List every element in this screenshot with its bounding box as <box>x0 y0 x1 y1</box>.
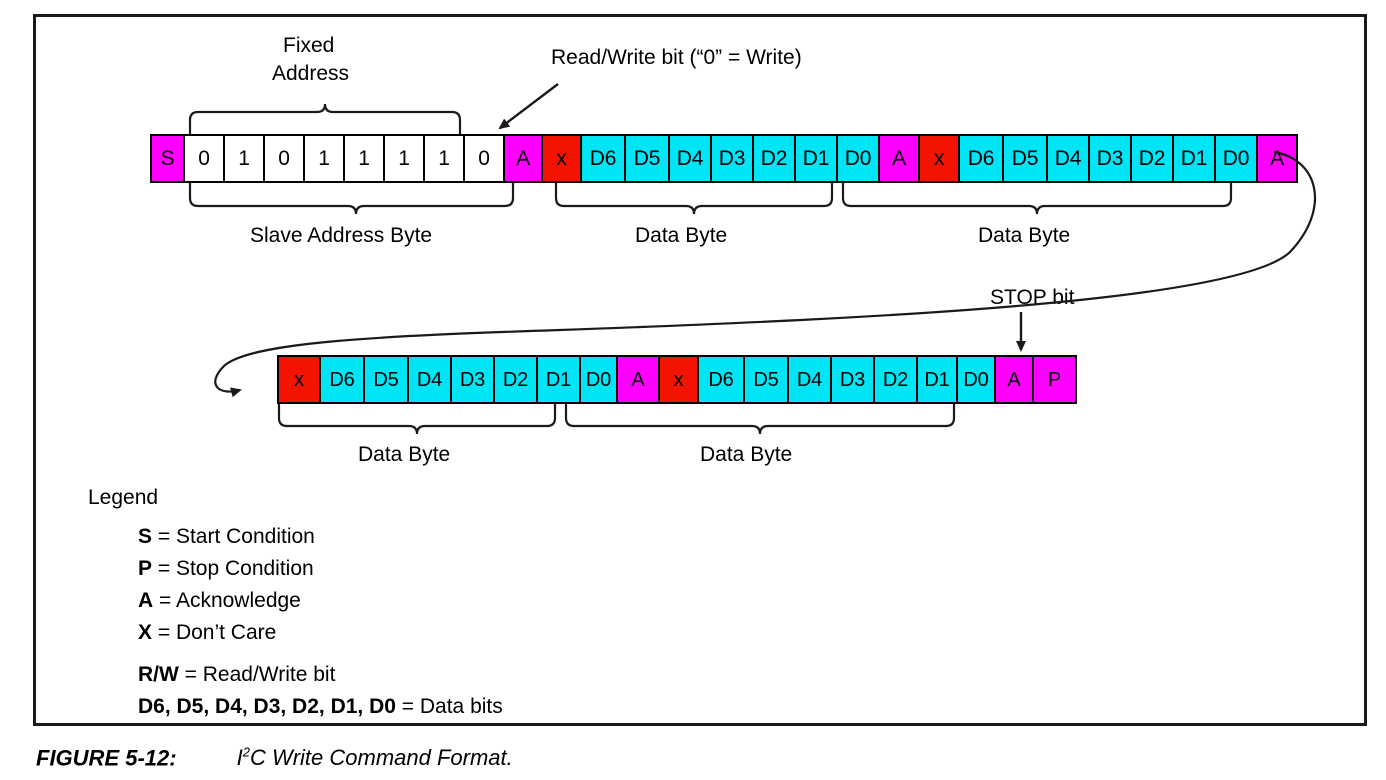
packet-cell-d2-15: D2 <box>754 136 796 181</box>
data-byte-label-4: Data Byte <box>700 443 793 466</box>
legend-entry-text: = Don’t Care <box>152 621 277 644</box>
packet-cell-d1-25: D1 <box>1174 136 1216 181</box>
packet-cell-p-18: P <box>1034 357 1075 402</box>
packet-cell-x-10: x <box>543 136 582 181</box>
packet-cell-d1-6: D1 <box>538 357 581 402</box>
packet-cell-d0-7: D0 <box>581 357 618 402</box>
legend-entry: D6, D5, D4, D3, D2, D1, D0 = Data bits <box>138 691 503 723</box>
packet-cell-1-5: 1 <box>345 136 385 181</box>
packet-cell-d3-23: D3 <box>1090 136 1132 181</box>
data-byte-label-2: Data Byte <box>978 224 1071 247</box>
packet-cell-d6-10: D6 <box>699 357 745 402</box>
legend-entry: P = Stop Condition <box>138 553 503 585</box>
figure-caption: FIGURE 5-12: I2C Write Command Format. <box>36 745 513 771</box>
packet-cell-a-8: A <box>618 357 660 402</box>
packet-cell-d5-21: D5 <box>1004 136 1048 181</box>
packet-cell-d0-16: D0 <box>958 357 996 402</box>
packet-cell-d4-13: D4 <box>670 136 712 181</box>
packet-cell-d6-11: D6 <box>582 136 626 181</box>
legend-entry-symbol: A <box>138 589 154 612</box>
packet-cell-d3-4: D3 <box>452 357 495 402</box>
legend-entry: A = Acknowledge <box>138 585 503 617</box>
legend-entry-symbol: P <box>138 557 153 580</box>
packet-cell-d6-1: D6 <box>321 357 365 402</box>
legend-entry: R/W = Read/Write bit <box>138 659 503 691</box>
packet-cell-d2-5: D2 <box>495 357 538 402</box>
packet-cell-d3-14: D3 <box>712 136 754 181</box>
packet-cell-d6-20: D6 <box>960 136 1004 181</box>
legend-spacer <box>138 649 503 659</box>
packet-cell-a-18: A <box>880 136 920 181</box>
packet-cell-d1-15: D1 <box>918 357 958 402</box>
packet-cell-d5-11: D5 <box>745 357 789 402</box>
packet-cell-x-9: x <box>660 357 699 402</box>
legend-entry: S = Start Condition <box>138 521 503 553</box>
packet-cell-d5-2: D5 <box>365 357 409 402</box>
legend-entry: X = Don’t Care <box>138 617 503 649</box>
packet-cell-x-19: x <box>920 136 960 181</box>
legend-entry-symbol: S <box>138 525 153 548</box>
packet-cell-s-0: S <box>152 136 185 181</box>
packet-cell-1-2: 1 <box>225 136 265 181</box>
legend-title: Legend <box>88 486 159 509</box>
caption-rest: C Write Command Format. <box>249 745 513 771</box>
packet-cell-d4-12: D4 <box>789 357 832 402</box>
legend-entry-symbol: X <box>138 621 153 644</box>
packet-cell-d5-12: D5 <box>626 136 670 181</box>
stop-bit-label: STOP bit <box>990 286 1075 309</box>
legend-entry-text: = Data bits <box>395 695 503 718</box>
packet-cell-d0-17: D0 <box>838 136 880 181</box>
packet-cell-1-6: 1 <box>385 136 425 181</box>
read-write-bit-label: Read/Write bit (“0” = Write) <box>551 46 802 69</box>
figure-caption-lead: FIGURE 5-12: <box>36 745 177 771</box>
packet-cell-d1-16: D1 <box>796 136 838 181</box>
packet-cell-0-8: 0 <box>465 136 505 181</box>
packet-cell-a-17: A <box>996 357 1034 402</box>
slave-address-byte-label: Slave Address Byte <box>250 224 433 247</box>
legend-entry-symbol: D6, D5, D4, D3, D2, D1, D0 <box>138 695 396 718</box>
fixed-address-label-line2: Address <box>272 62 350 85</box>
data-byte-label-3: Data Byte <box>358 443 451 466</box>
legend-entry-text: = Stop Condition <box>152 557 314 580</box>
packet-cell-x-0: x <box>279 357 321 402</box>
packet-cell-a-27: A <box>1258 136 1296 181</box>
legend-entry-symbol: R/W <box>138 663 179 686</box>
packet-cell-d4-3: D4 <box>409 357 452 402</box>
packet-cell-d0-26: D0 <box>1216 136 1258 181</box>
packet-cell-d2-14: D2 <box>875 357 918 402</box>
caption-i: I <box>236 745 243 771</box>
packet-cell-a-9: A <box>505 136 543 181</box>
legend-entry-text: = Start Condition <box>152 525 315 548</box>
packet-cell-d2-24: D2 <box>1132 136 1174 181</box>
data-byte-label-1: Data Byte <box>635 224 728 247</box>
packet-cell-0-1: 0 <box>185 136 225 181</box>
packet-cell-d3-13: D3 <box>832 357 875 402</box>
packet-cell-0-3: 0 <box>265 136 305 181</box>
packet-cell-1-7: 1 <box>425 136 465 181</box>
packet-cell-1-4: 1 <box>305 136 345 181</box>
legend-entry-text: = Acknowledge <box>153 589 301 612</box>
fixed-address-label-line1: Fixed <box>283 34 335 57</box>
caption-superscript-2: 2 <box>242 745 250 760</box>
figure-caption-title: I2C Write Command Format. <box>237 745 513 770</box>
packet-cell-d4-22: D4 <box>1048 136 1090 181</box>
legend-entry-text: = Read/Write bit <box>178 663 336 686</box>
